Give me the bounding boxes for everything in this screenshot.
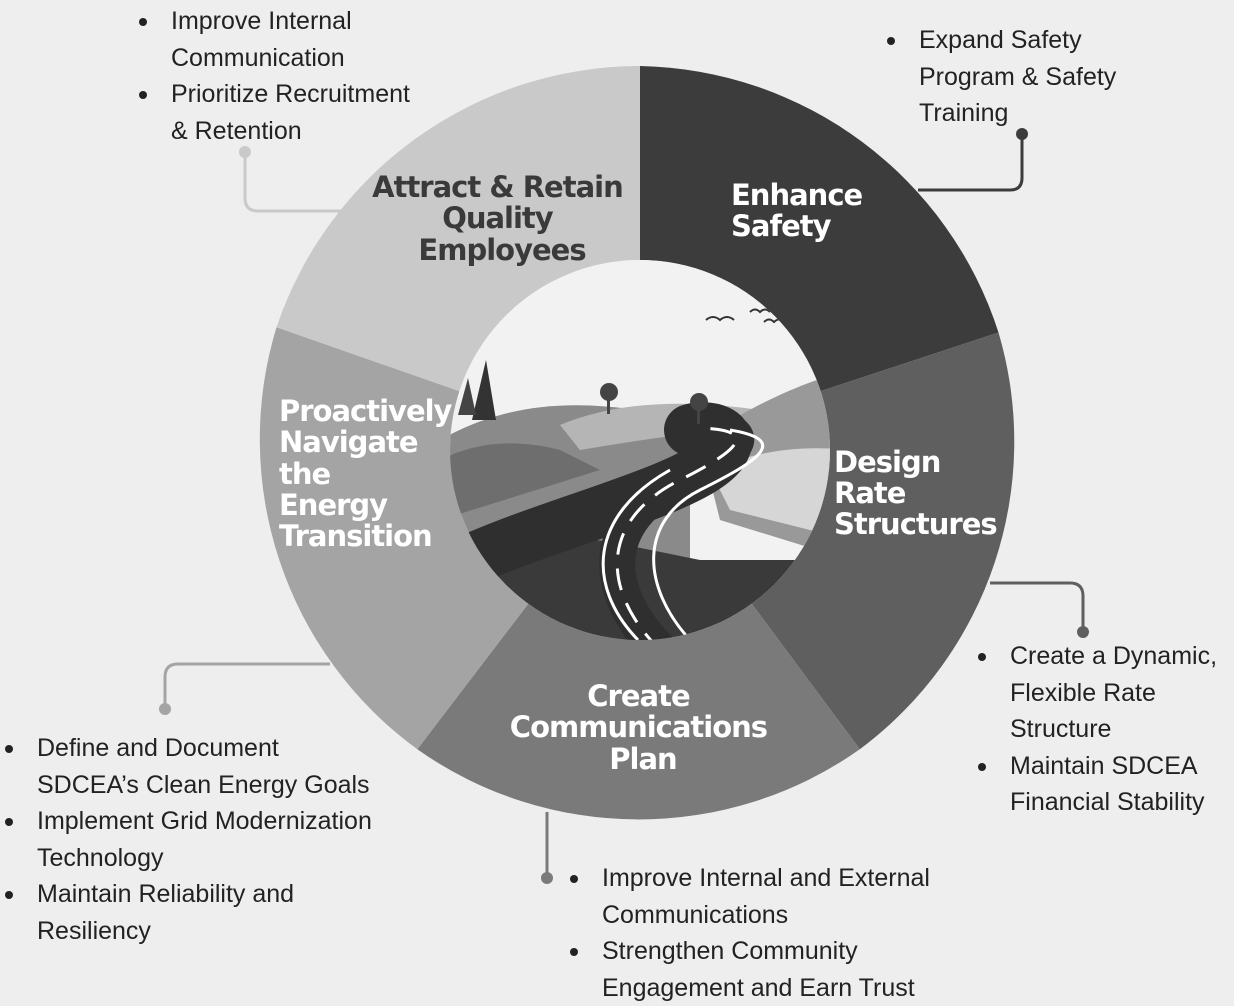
title-attract-retain-employees: Attract & Retain Quality Employees [372, 170, 632, 267]
connector-energy [159, 662, 330, 715]
segment-energy-transition [259, 327, 529, 750]
title-energy-transition: Proactively Navigate the Energy Transiti… [279, 394, 461, 553]
title-enhance-safety: Enhance Safety [731, 178, 871, 243]
connector-employees [239, 146, 345, 213]
segment-enhance-safety [640, 66, 999, 392]
title-design-rate-structures: Design Rate Structures [834, 445, 997, 541]
connector-rates [990, 581, 1089, 638]
connector-safety [918, 128, 1028, 192]
bullet-item: Prioritize Recruitment& Retention [137, 76, 410, 149]
segment-attract-retain-employees [276, 66, 640, 392]
title-create-communications-plan: Create Communications Plan [510, 679, 776, 776]
segment-design-rate-structures [751, 332, 1015, 750]
connector-communications [541, 812, 553, 884]
segment-create-communications-plan [417, 603, 860, 820]
